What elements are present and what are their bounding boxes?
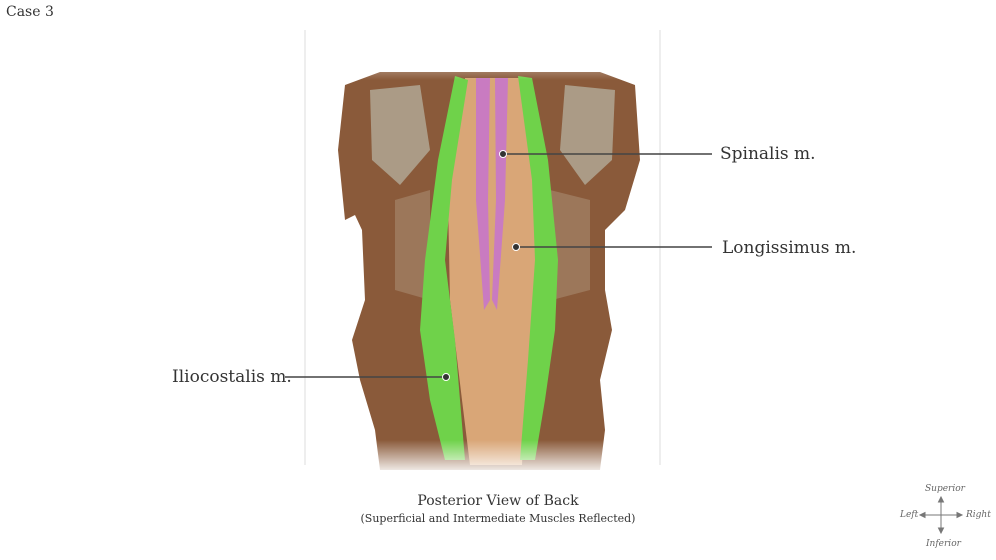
orientation-compass-icon	[918, 495, 964, 535]
label-spinalis: Spinalis m.	[720, 144, 816, 164]
rib-area-right	[550, 190, 590, 300]
longissimus-marker	[512, 243, 520, 251]
orientation-superior: Superior	[925, 484, 965, 494]
left-scapula	[370, 85, 430, 185]
iliocostalis-left	[420, 76, 468, 460]
orientation-inferior: Inferior	[926, 539, 961, 549]
spinalis-marker	[499, 150, 507, 158]
spinalis-muscle	[476, 78, 490, 310]
caption-subtitle: (Superficial and Intermediate Muscles Re…	[360, 512, 636, 525]
orientation-left: Left	[900, 510, 919, 520]
label-longissimus: Longissimus m.	[722, 238, 857, 258]
label-iliocostalis: Iliocostalis m.	[172, 367, 292, 387]
spinalis-muscle-right	[492, 78, 508, 310]
iliocostalis-marker	[442, 373, 450, 381]
right-scapula	[560, 85, 615, 185]
iliocostalis-right	[518, 76, 558, 460]
orientation-right: Right	[966, 510, 991, 520]
rib-area-left	[395, 190, 430, 300]
caption-title: Posterior View of Back	[417, 493, 579, 509]
case-title: Case 3	[6, 4, 54, 20]
